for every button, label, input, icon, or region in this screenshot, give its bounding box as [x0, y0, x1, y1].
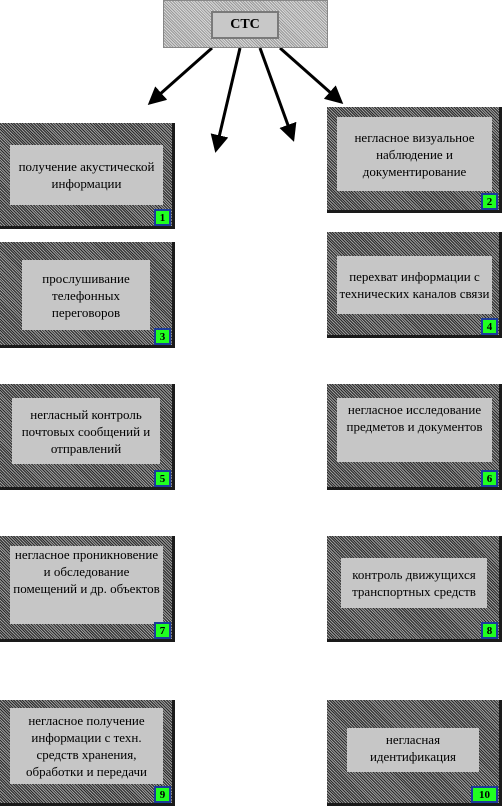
node-7-number: 7: [154, 622, 171, 639]
node-3-label: прослушивание телефонных переговоров: [22, 260, 150, 330]
arrow-3: [258, 47, 297, 142]
node-3: прослушивание телефонных переговоров 3: [0, 242, 175, 348]
node-8-label: контроль движущихся транспортных средств: [341, 558, 487, 608]
node-10-number: 10: [471, 786, 498, 803]
node-6-number: 6: [481, 470, 498, 487]
node-10-label: негласная идентификация личности: [347, 728, 479, 772]
node-4: перехват информации с технических канало…: [327, 232, 502, 338]
node-6-label: негласное исследование предметов и докум…: [337, 398, 492, 462]
node-2: негласное визуальное наблюдение и докуме…: [327, 107, 502, 213]
node-1-number: 1: [154, 209, 171, 226]
node-10: негласная идентификация личности 10: [327, 700, 502, 806]
node-8: контроль движущихся транспортных средств…: [327, 536, 502, 642]
root-label: СТС: [211, 11, 279, 39]
node-7-label: негласное проникновение и обследование п…: [10, 546, 163, 624]
node-5-label: негласный контроль почтовых сообщений и …: [12, 398, 160, 464]
node-9-number: 9: [154, 786, 171, 803]
node-4-label: перехват информации с технических канало…: [337, 256, 492, 314]
node-7: негласное проникновение и обследование п…: [0, 536, 175, 642]
node-2-label: негласное визуальное наблюдение и докуме…: [337, 117, 492, 191]
node-4-number: 4: [481, 318, 498, 335]
node-3-number: 3: [154, 328, 171, 345]
node-5: негласный контроль почтовых сообщений и …: [0, 384, 175, 490]
arrow-2: [210, 47, 242, 153]
node-9: негласное получение информации с техн. с…: [0, 700, 175, 806]
node-1: получение акустической информации 1: [0, 123, 175, 229]
arrow-4: [279, 46, 344, 104]
root-box: СТС: [163, 0, 328, 48]
arrow-1: [147, 46, 213, 105]
node-2-number: 2: [481, 193, 498, 210]
node-8-number: 8: [481, 622, 498, 639]
node-1-label: получение акустической информации: [10, 145, 163, 205]
node-6: негласное исследование предметов и докум…: [327, 384, 502, 490]
node-9-label: негласное получение информации с техн. с…: [10, 708, 163, 784]
node-5-number: 5: [154, 470, 171, 487]
